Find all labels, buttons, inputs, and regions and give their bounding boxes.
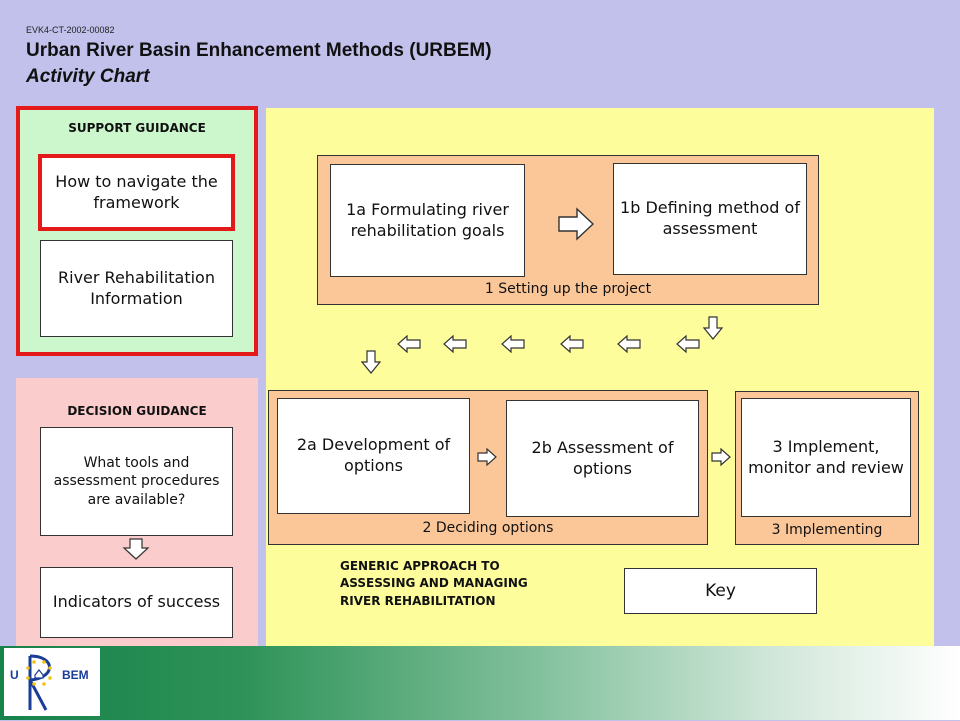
arrow-left-icon xyxy=(560,335,584,353)
footer-band xyxy=(0,646,960,720)
key-box[interactable]: Key xyxy=(624,568,817,614)
arrow-left-icon xyxy=(397,335,421,353)
arrow-right-icon xyxy=(711,448,731,466)
urbem-logo-icon xyxy=(26,654,52,711)
deciding-options-label: 2 Deciding options xyxy=(422,520,554,536)
arrow-left-icon xyxy=(501,335,525,353)
defining-method-box[interactable]: 1b Defining method of assessment xyxy=(613,163,807,275)
arrow-left-icon xyxy=(676,335,700,353)
arrow-right-icon xyxy=(477,448,497,466)
arrow-down-icon xyxy=(361,350,381,374)
tools-procedures-box[interactable]: What tools and assessment procedures are… xyxy=(40,427,233,536)
assessment-options-box[interactable]: 2b Assessment of options xyxy=(506,400,699,517)
logo-text-left: U xyxy=(10,668,19,682)
arrow-down-icon xyxy=(122,538,150,560)
formulating-goals-box[interactable]: 1a Formulating river rehabilitation goal… xyxy=(330,164,525,277)
project-code: EVK4-CT-2002-00082 xyxy=(26,25,115,35)
arrow-left-icon xyxy=(617,335,641,353)
arrow-down-icon xyxy=(703,316,723,340)
implement-monitor-box[interactable]: 3 Implement, monitor and review xyxy=(741,398,911,517)
river-rehabilitation-info-box[interactable]: River Rehabilitation Information xyxy=(40,240,233,337)
arrow-left-icon xyxy=(443,335,467,353)
support-guidance-label: SUPPORT GUIDANCE xyxy=(68,121,206,135)
decision-guidance-label: DECISION GUIDANCE xyxy=(67,404,207,418)
implementing-label: 3 Implementing xyxy=(771,522,883,538)
indicators-success-box[interactable]: Indicators of success xyxy=(40,567,233,638)
setting-up-project-label: 1 Setting up the project xyxy=(484,281,652,297)
navigate-framework-box[interactable]: How to navigate the framework xyxy=(38,154,235,231)
urbem-logo: U BEM xyxy=(4,648,100,716)
generic-approach-label: GENERIC APPROACH TO ASSESSING AND MANAGI… xyxy=(340,559,528,608)
page-title: Urban River Basin Enhancement Methods (U… xyxy=(26,40,492,61)
page-subtitle: Activity Chart xyxy=(26,66,150,87)
logo-text-right: BEM xyxy=(62,668,89,682)
development-options-box[interactable]: 2a Development of options xyxy=(277,398,470,514)
arrow-right-icon xyxy=(558,207,595,241)
